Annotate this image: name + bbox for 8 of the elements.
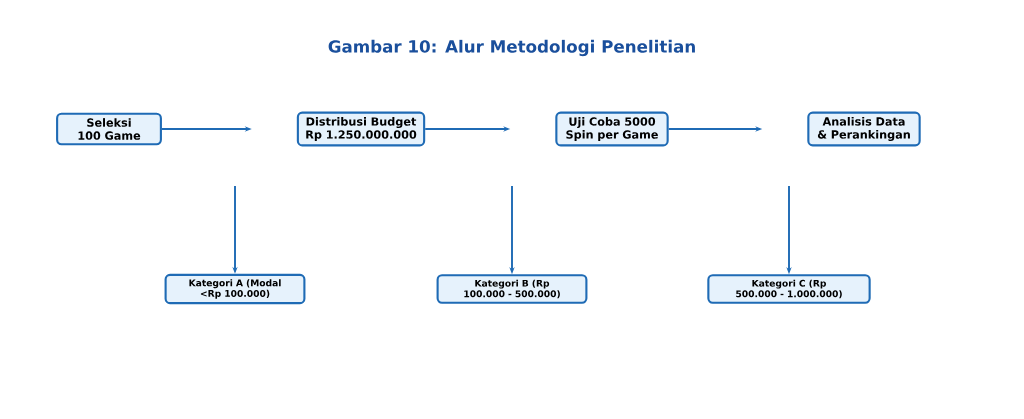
process-box: Uji Coba 5000 Spin per Game [555, 111, 669, 147]
process-box: Seleksi 100 Game [56, 112, 162, 146]
process-box: Distribusi Budget Rp 1.250.000.000 [296, 111, 426, 147]
process-box: Kategori B (Rp 100.000 - 500.000) [436, 274, 588, 304]
title: Gambar 10: Alur Metodologi Penelitian [328, 39, 695, 57]
process-box: Kategori A (Modal <Rp 100.000) [164, 273, 306, 305]
process-box: Kategori C (Rp 500.000 - 1.000.000) [707, 274, 871, 304]
process-box: Analisis Data & Perankingan [807, 111, 921, 147]
